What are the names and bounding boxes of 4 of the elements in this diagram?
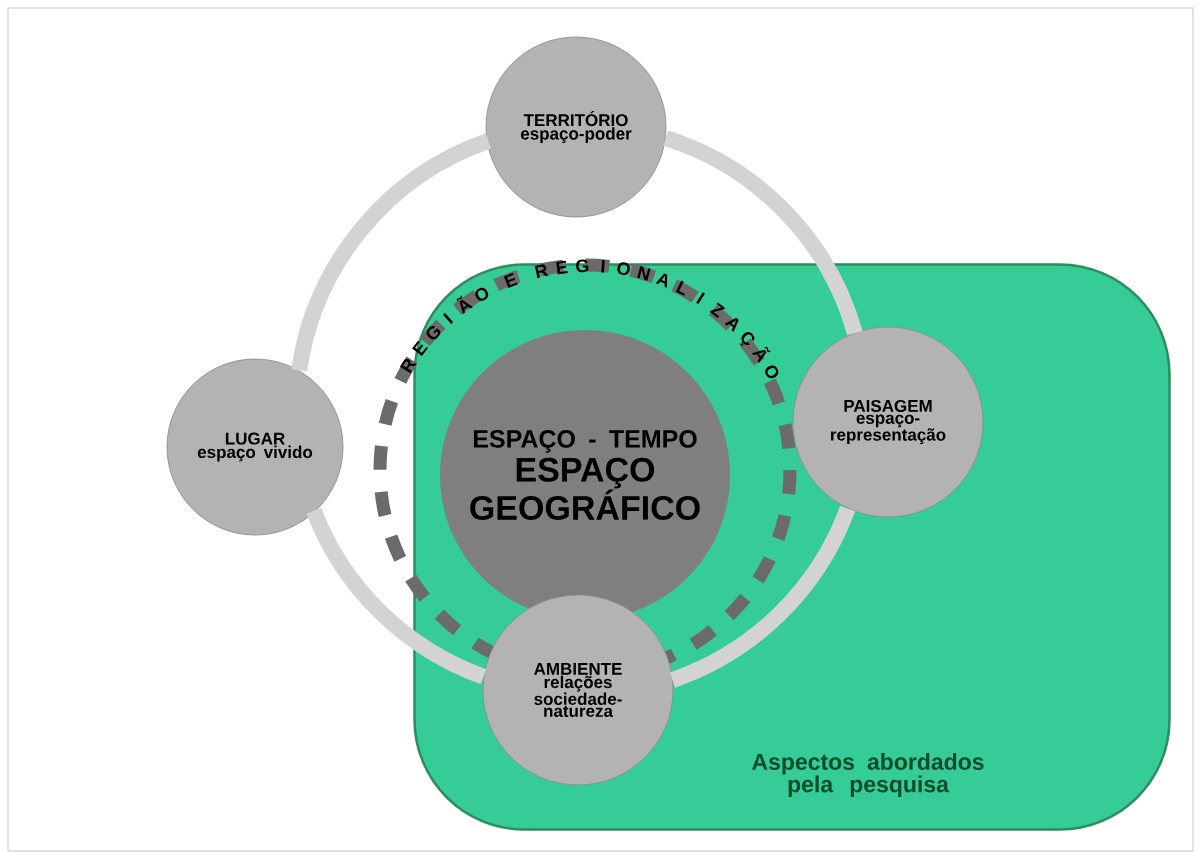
ring-segment <box>306 507 487 685</box>
ring-segment <box>663 130 863 336</box>
ring-segment <box>669 505 856 688</box>
ring-segment <box>291 133 492 372</box>
